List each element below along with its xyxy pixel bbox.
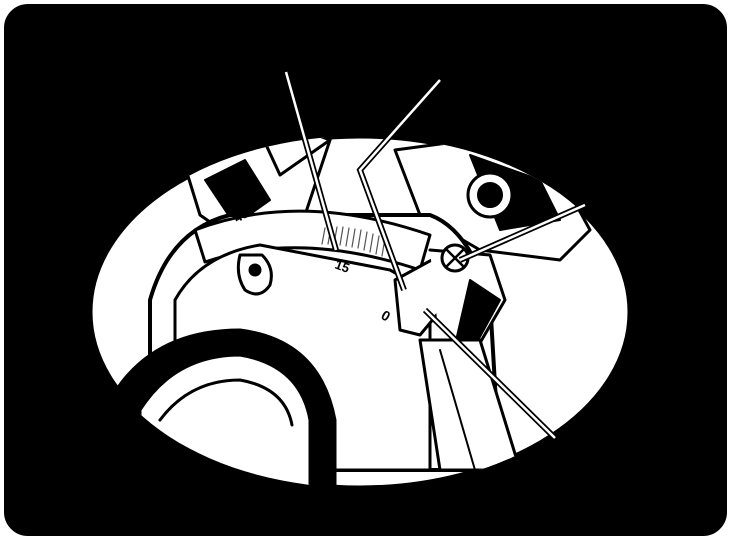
callout-bevel-scale: BEVEL SCALE [232, 26, 342, 72]
callout-indicator-screw-line1: INDICATOR [600, 176, 710, 198]
callout-bevel-scale-line2: SCALE [253, 49, 321, 71]
leader-bevel-scale-inner [284, 71, 338, 251]
figure-label: Fig. 30 [641, 502, 709, 527]
oval-surround [6, 6, 725, 534]
scale-mark-45: 45 [231, 205, 251, 225]
scale-mark-15: 15 [333, 257, 352, 276]
support-line [439, 349, 476, 471]
callout-scale-indicator-line1: SCALE [551, 436, 619, 458]
leader-indicator-point-inner [358, 79, 441, 291]
lower-wheel-ring [158, 378, 294, 427]
right-knob-center [477, 182, 503, 208]
callout-indicator-screw: INDICATOR SCREW [560, 176, 710, 222]
callout-scale-indicator-line2: INDICATOR [530, 459, 640, 481]
callout-indicator-screw-line2: SCREW [635, 199, 710, 221]
callout-indicator-point-line2: POINT [479, 75, 541, 97]
slot-pin [248, 263, 262, 277]
screw-slot [445, 248, 465, 268]
arm-rib [248, 136, 332, 177]
callout-indicator-point-line1: INDICATOR [455, 52, 565, 74]
leader-scale-indicator-inner [424, 309, 556, 439]
callout-indicator-point: INDICATOR POINT [440, 52, 580, 98]
leader-indicator-screw-inner [459, 203, 586, 262]
callout-bevel-scale-line1: BEVEL [253, 26, 321, 48]
callout-scale-indicator: SCALE INDICATOR [510, 436, 660, 482]
upper-arm-detail [204, 159, 271, 226]
